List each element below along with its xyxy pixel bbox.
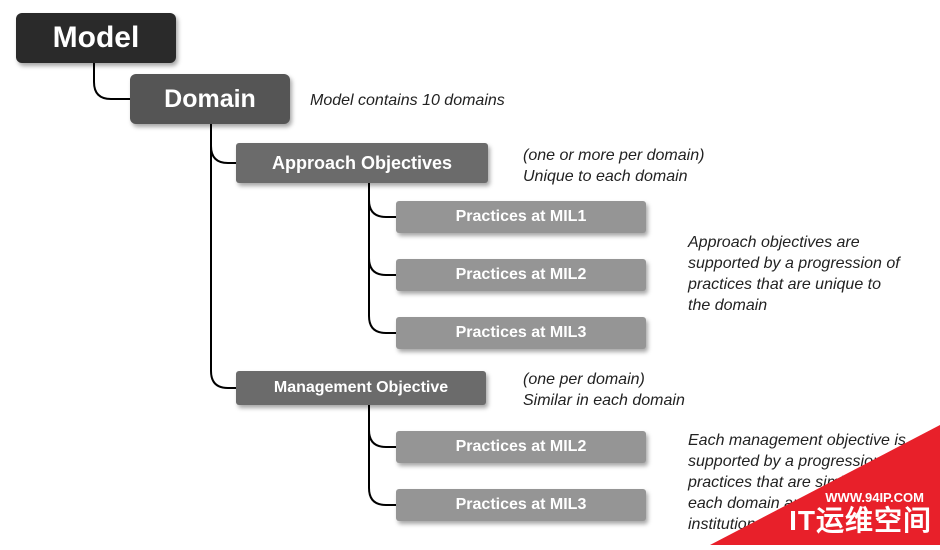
approach-detail-line: supported by a progression of (688, 255, 900, 272)
approach-note-line: Unique to each domain (523, 168, 688, 185)
management-note-line: Similar in each domain (523, 392, 685, 409)
approach-detail-line: the domain (688, 297, 768, 314)
approach-note: (one or more per domain) Unique to each … (523, 145, 704, 187)
approach-practice-mil1-box: Practices at MIL1 (396, 201, 646, 233)
watermark-triangle (710, 425, 940, 545)
domain-box: Domain (130, 74, 290, 124)
approach-detail-note: Approach objectives are supported by a p… (688, 232, 928, 316)
management-practice-mil2-box: Practices at MIL2 (396, 431, 646, 463)
watermark-brand: IT运维空间 (789, 505, 932, 536)
management-practice-connector-2 (368, 430, 396, 506)
model-box: Model (16, 13, 176, 63)
management-objective-box: Management Objective (236, 371, 486, 405)
management-note: (one per domain) Similar in each domain (523, 369, 685, 411)
approach-note-line: (one or more per domain) (523, 147, 705, 164)
approach-detail-line: Approach objectives are (688, 234, 860, 251)
management-note-line: (one per domain) (523, 371, 645, 388)
model-domain-connector (93, 63, 130, 100)
management-practice-mil3-box: Practices at MIL3 (396, 489, 646, 521)
approach-practice-connector-3 (368, 258, 396, 334)
approach-detail-line: practices that are unique to (688, 276, 882, 293)
domain-approach-connector (210, 124, 236, 164)
approach-practice-mil3-box: Practices at MIL3 (396, 317, 646, 349)
approach-practice-mil2-box: Practices at MIL2 (396, 259, 646, 291)
approach-practice-connector-1 (368, 183, 396, 218)
watermark-url: WWW.94IP.COM (825, 490, 924, 505)
domain-management-connector (210, 146, 236, 389)
domain-note: Model contains 10 domains (310, 92, 505, 109)
watermark: WWW.94IP.COM IT运维空间 (710, 425, 940, 545)
management-practice-connector-1 (368, 405, 396, 448)
management-detail-line: Each management objective is (688, 432, 906, 449)
management-detail-line: supported by a progression of (688, 453, 900, 470)
approach-objectives-box: Approach Objectives (236, 143, 488, 183)
